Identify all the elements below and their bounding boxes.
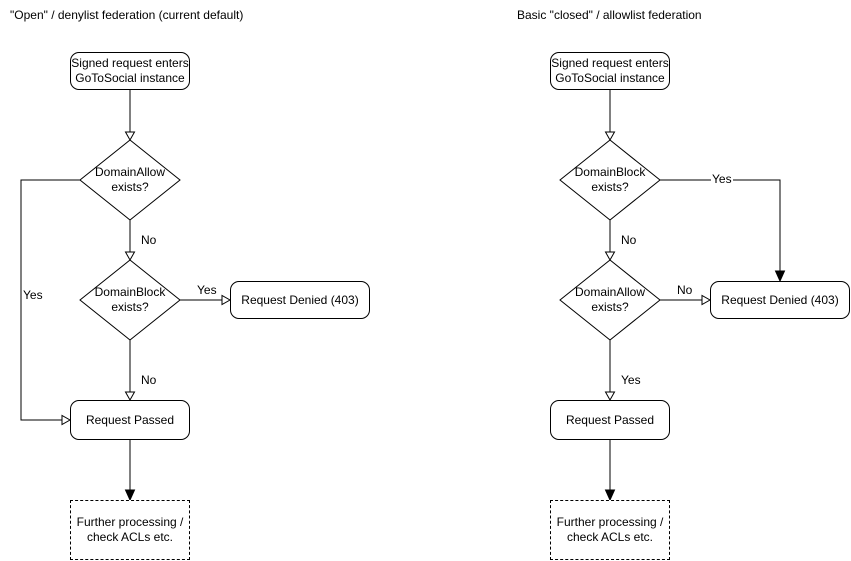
arrowhead-solid xyxy=(604,489,616,502)
left-decision-domainallow-shape xyxy=(79,139,181,221)
arrowhead-open xyxy=(124,251,136,262)
edge-line xyxy=(660,179,781,271)
arrowhead-open xyxy=(124,391,136,402)
right-decision-domainallow-label: DomainAllow exists? xyxy=(574,285,646,314)
right-edge-start-to-domainblock xyxy=(604,89,616,142)
right-domainblock-no-label: No xyxy=(620,233,638,248)
edge-line xyxy=(20,179,80,421)
left-domainblock-no-label: No xyxy=(140,373,158,388)
right-edge-passed-to-further xyxy=(604,440,616,502)
left-denied-node: Request Denied (403) xyxy=(230,281,370,319)
right-chart-title: Basic "closed" / allowlist federation xyxy=(517,8,702,22)
arrowhead-open xyxy=(604,391,616,402)
right-further-processing-label: Further processing / check ACLs etc. xyxy=(556,515,664,544)
left-domainallow-no-label: No xyxy=(140,233,158,248)
right-denied-node: Request Denied (403) xyxy=(710,281,850,319)
right-denied-label: Request Denied (403) xyxy=(721,292,839,307)
arrowhead-open xyxy=(604,131,616,142)
right-edge-domainblock-no-to-domainallow xyxy=(604,220,616,262)
arrowhead-open xyxy=(124,131,136,142)
arrowhead-open xyxy=(61,414,72,426)
right-decision-domainblock-shape xyxy=(559,139,661,221)
right-decision-domainallow-label-box: DomainAllow exists? xyxy=(560,260,660,340)
left-edge-domainallow-no-to-domainblock xyxy=(124,220,136,262)
left-domainallow-yes-label: Yes xyxy=(22,288,44,303)
left-edge-domainallow-yes-to-passed xyxy=(20,179,80,426)
left-denied-label: Request Denied (403) xyxy=(241,292,359,307)
left-edge-passed-to-further xyxy=(124,440,136,502)
right-domainallow-no-label: No xyxy=(676,283,694,298)
left-decision-domainblock-label: DomainBlock exists? xyxy=(94,285,166,314)
arrowhead-solid xyxy=(124,489,136,502)
right-domainblock-yes-label: Yes xyxy=(711,172,733,187)
arrowhead-open xyxy=(221,294,232,306)
arrowhead-solid xyxy=(774,270,786,283)
right-further-processing-node: Further processing / check ACLs etc. xyxy=(550,500,670,560)
arrowhead-open xyxy=(701,294,712,306)
left-decision-domainblock-label-box: DomainBlock exists? xyxy=(80,260,180,340)
left-decision-domainallow-label: DomainAllow exists? xyxy=(94,165,166,194)
left-domainblock-yes-label: Yes xyxy=(196,283,218,298)
left-edge-domainblock-yes-to-denied xyxy=(180,294,232,306)
left-chart-title: "Open" / denylist federation (current de… xyxy=(10,8,244,22)
left-passed-label: Request Passed xyxy=(85,412,175,427)
right-decision-domainblock-label: DomainBlock exists? xyxy=(574,165,646,194)
right-passed-label: Request Passed xyxy=(565,412,655,427)
left-passed-node: Request Passed xyxy=(70,400,190,440)
arrowhead-open xyxy=(604,251,616,262)
left-decision-domainblock-shape xyxy=(79,259,181,341)
left-further-processing-node: Further processing / check ACLs etc. xyxy=(70,500,190,560)
left-decision-domainallow-label-box: DomainAllow exists? xyxy=(80,140,180,220)
right-start-node: Signed request enters GoToSocial instanc… xyxy=(550,52,670,90)
right-edge-domainblock-yes-to-denied xyxy=(660,179,786,283)
left-edge-domainblock-no-to-passed xyxy=(124,340,136,402)
right-start-label: Signed request enters GoToSocial instanc… xyxy=(551,56,669,85)
right-decision-domainblock-label-box: DomainBlock exists? xyxy=(560,140,660,220)
left-edge-start-to-domainallow xyxy=(124,89,136,142)
left-start-node: Signed request enters GoToSocial instanc… xyxy=(70,52,190,90)
right-passed-node: Request Passed xyxy=(550,400,670,440)
right-edge-domainallow-yes-to-passed xyxy=(604,340,616,402)
right-decision-domainallow-shape xyxy=(559,259,661,341)
left-further-processing-label: Further processing / check ACLs etc. xyxy=(76,515,184,544)
left-start-label: Signed request enters GoToSocial instanc… xyxy=(71,56,189,85)
right-domainallow-yes-label: Yes xyxy=(620,373,642,388)
right-edge-domainallow-no-to-denied xyxy=(660,294,712,306)
